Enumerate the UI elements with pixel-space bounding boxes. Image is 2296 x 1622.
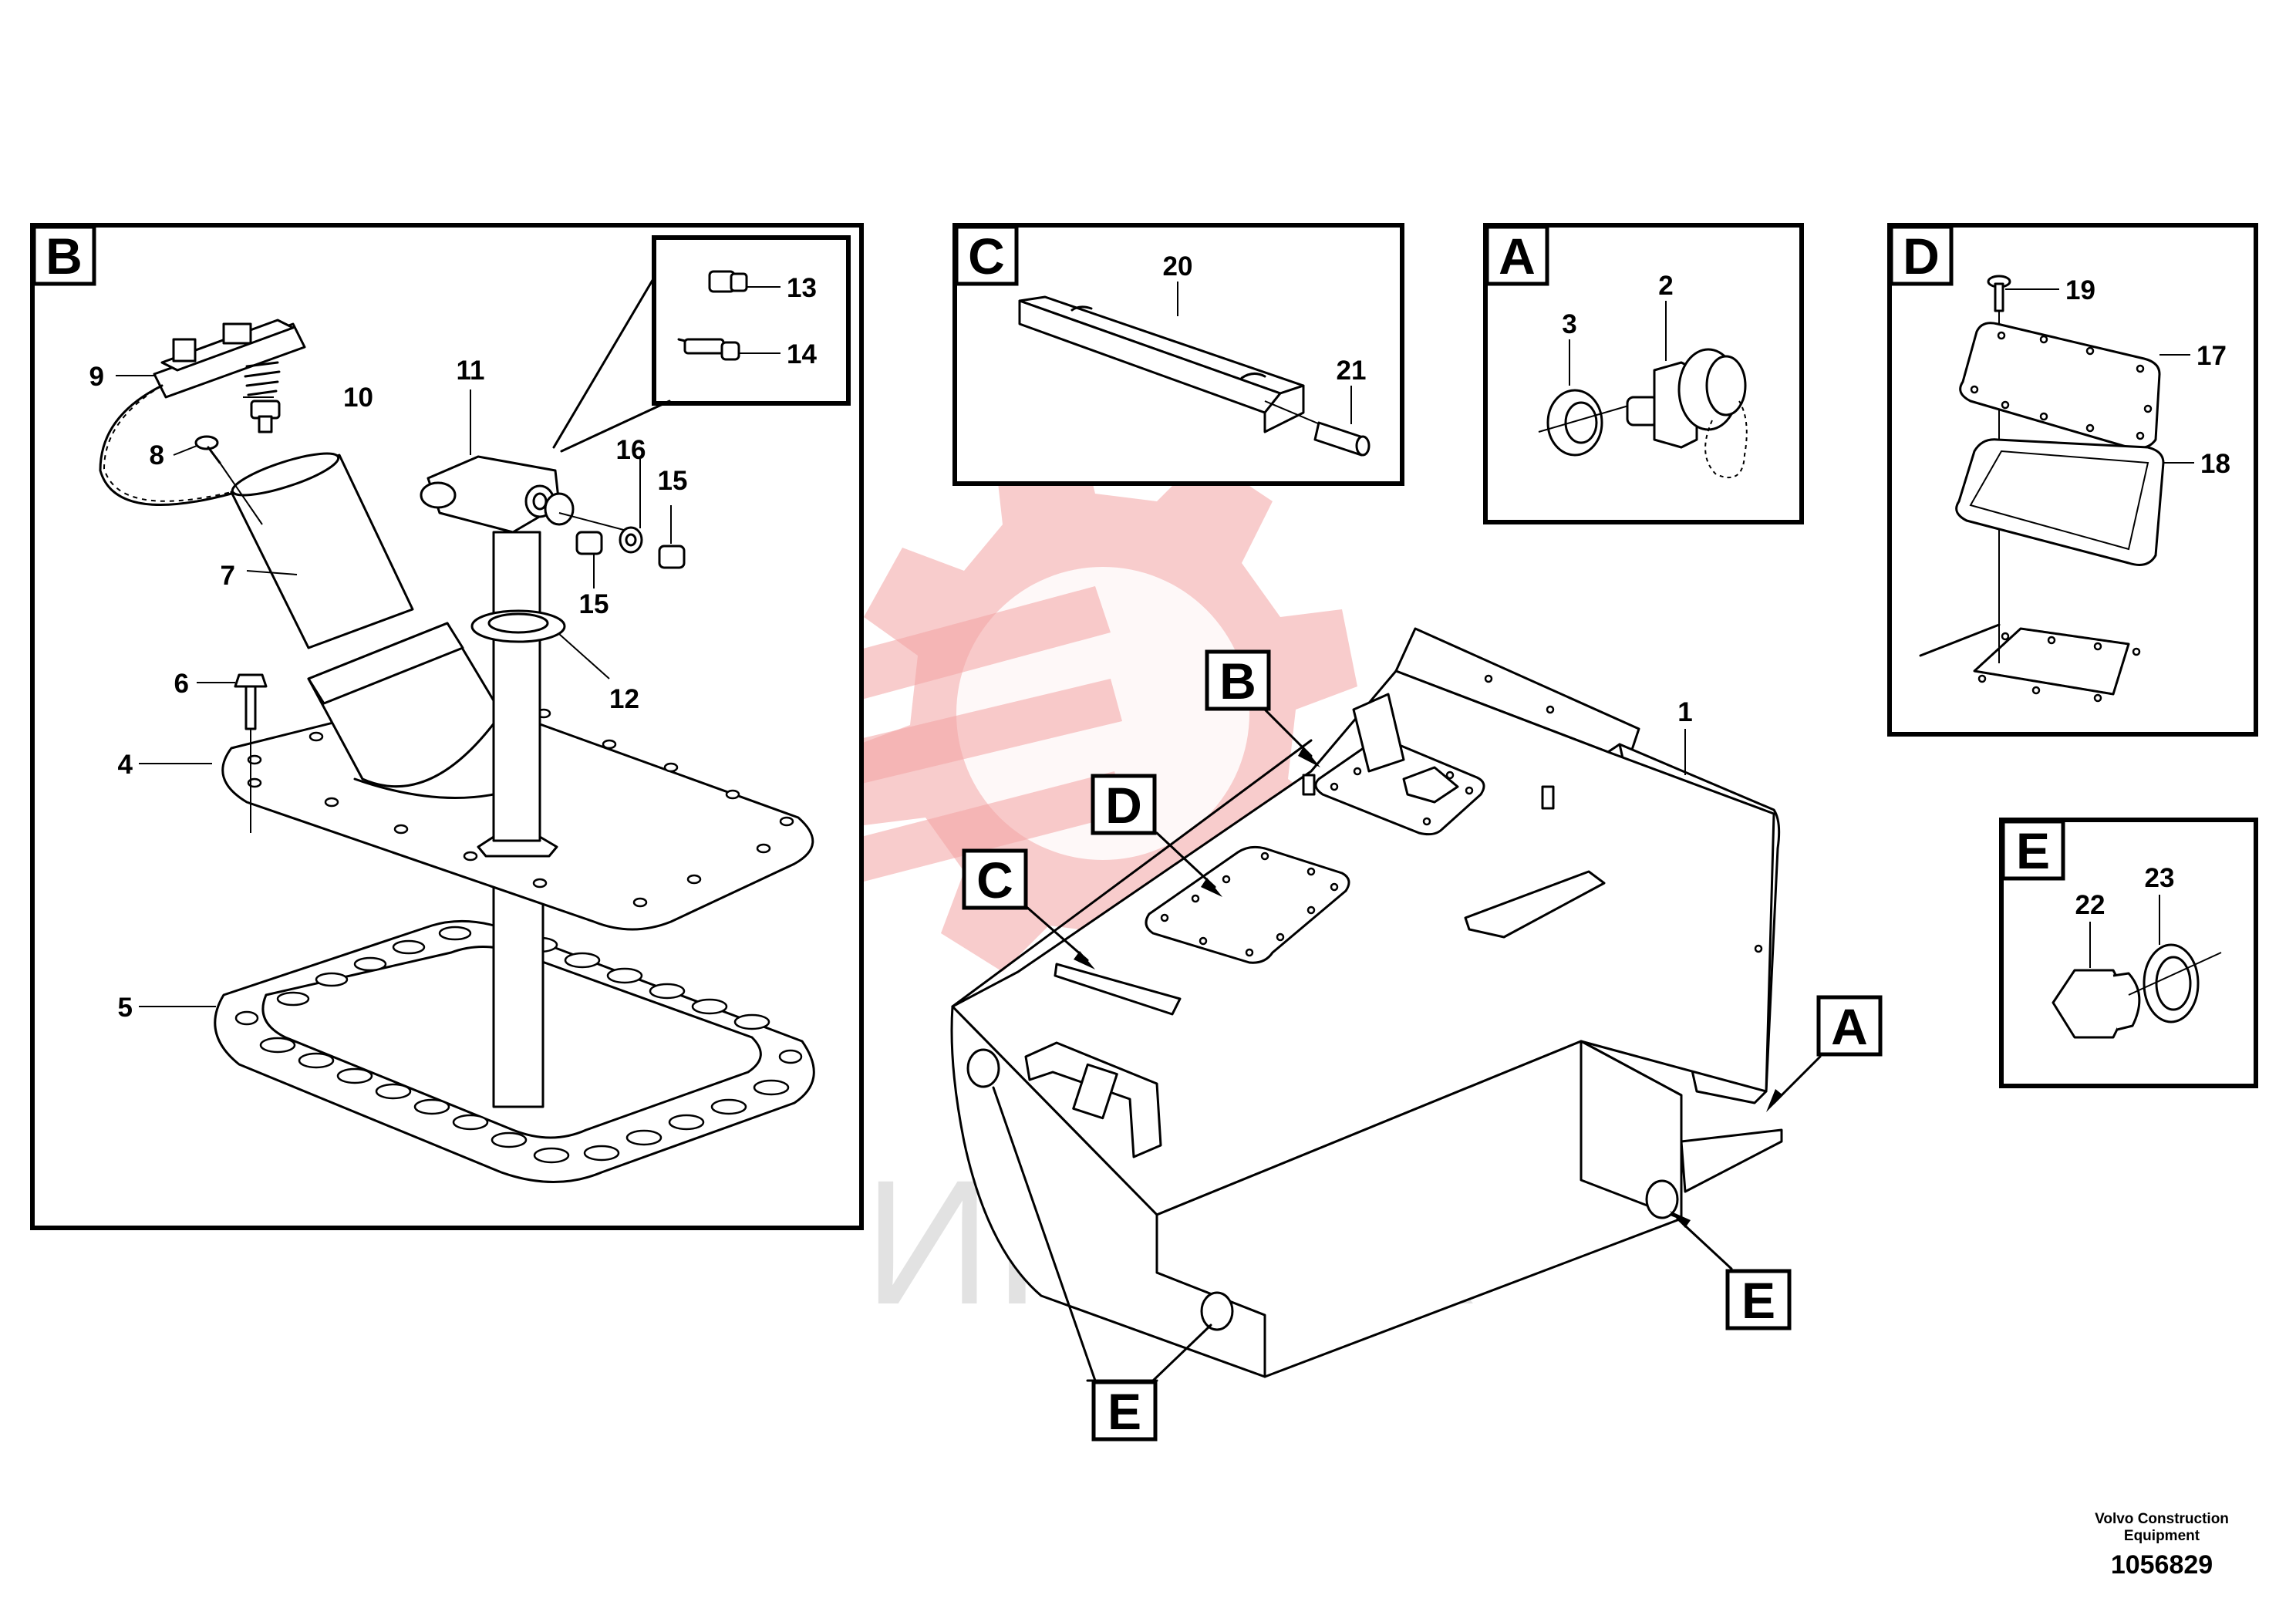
part-number-12: 12: [609, 684, 639, 714]
panel-d-tag: D: [1903, 228, 1940, 285]
seal-12: [470, 609, 566, 643]
bolt-6: [234, 673, 268, 833]
part-number-16: 16: [616, 435, 646, 465]
callout-d: D: [1105, 777, 1142, 834]
panel-c-tag: C: [968, 228, 1005, 285]
part-number-6: 6: [174, 669, 189, 699]
panel-d: D: [1887, 223, 2258, 737]
part-number-14: 14: [787, 339, 817, 369]
part-number-10: 10: [343, 383, 373, 413]
panel-b: B: [30, 223, 864, 1230]
leader-lines: [116, 282, 2194, 1007]
callout-a: A: [1831, 998, 1868, 1055]
tank-opening: [1919, 623, 2141, 703]
panel-c: C: [952, 223, 1404, 486]
part-number-13: 13: [787, 273, 817, 303]
part-number-15b: 15: [579, 589, 609, 619]
callout-e-right: E: [1741, 1272, 1775, 1329]
part-number-11: 11: [457, 356, 485, 386]
part-number-7: 7: [221, 561, 235, 591]
drain-valve-2: [1626, 348, 1748, 478]
washer-23: [2128, 943, 2222, 1023]
pin-21: [1264, 400, 1371, 457]
panel-b-tag: B: [46, 228, 83, 285]
callout-c: C: [976, 851, 1013, 909]
part-number-17: 17: [2197, 341, 2227, 371]
callout-e-bottom: E: [1108, 1383, 1141, 1440]
part-number-9: 9: [89, 362, 104, 392]
part-number-3: 3: [1562, 309, 1576, 339]
bolt-13: [708, 270, 748, 293]
cover-17: [1959, 322, 2161, 450]
part-number-8: 8: [150, 440, 164, 470]
part-number-23: 23: [2145, 863, 2175, 893]
callout-b: B: [1219, 653, 1256, 710]
footer-company-line2: Equipment: [2124, 1528, 2200, 1544]
part-number-21: 21: [1337, 356, 1367, 386]
bolt-14: [677, 338, 740, 361]
screw-8: [194, 435, 263, 525]
part-number-20: 20: [1163, 251, 1193, 282]
main-callouts: B D C A E E: [962, 649, 1883, 1442]
footer: Volvo Construction Equipment 1056829: [2095, 1511, 2229, 1580]
screw-19: [1987, 275, 2011, 312]
part-numbers: 9 10 8 7 6 4 5 11 12 13 14 16 15 15 20 2…: [89, 251, 2230, 1023]
panel-a-tag: A: [1499, 228, 1536, 285]
part-number-2: 2: [1658, 271, 1673, 301]
panel-e: E: [1999, 818, 2258, 1088]
part-number-4: 4: [118, 750, 133, 780]
part-number-15a: 15: [658, 466, 688, 496]
part-number-19: 19: [2065, 275, 2095, 305]
footer-company-line1: Volvo Construction: [2095, 1511, 2229, 1527]
part-number-5: 5: [118, 993, 133, 1023]
panel-e-tag: E: [2016, 822, 2050, 879]
spring-10: [244, 361, 281, 433]
sender-unit-11: [420, 455, 575, 842]
footer-drawing-number: 1056829: [2111, 1550, 2213, 1580]
plug-22: [2052, 969, 2141, 1039]
part-number-22: 22: [2075, 890, 2106, 920]
fuel-tank-1: [950, 627, 1783, 1378]
part-number-1: 1: [1677, 697, 1692, 727]
strainer-7: [230, 452, 414, 649]
cap-9: [99, 319, 306, 506]
washer-3: [1538, 389, 1632, 457]
panel-a: A: [1483, 223, 1804, 524]
part-number-18: 18: [2200, 449, 2230, 479]
fittings-15-16: [558, 512, 686, 569]
